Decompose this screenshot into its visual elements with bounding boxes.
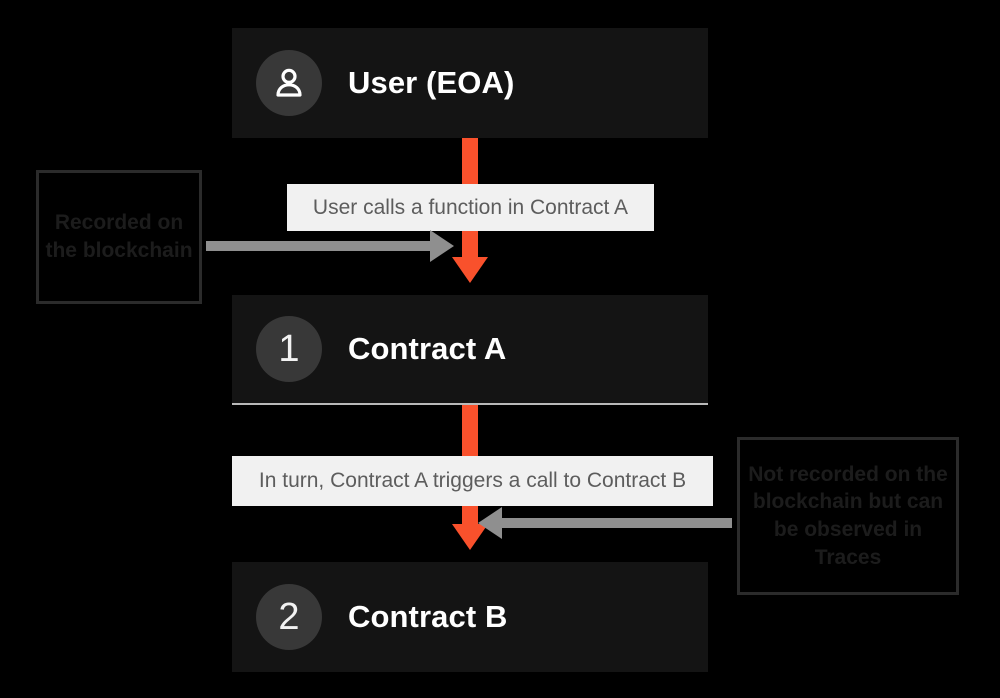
node-contract-b[interactable]: 2 Contract B [232, 562, 708, 672]
annotation-arrowhead-recorded [430, 230, 454, 262]
edge-label-user-to-contract-a: User calls a function in Contract A [287, 184, 654, 231]
node-user-label: User (EOA) [348, 65, 515, 100]
edge-label-contract-a-to-contract-b: In turn, Contract A triggers a call to C… [232, 456, 713, 506]
node-contract-b-label: Contract B [348, 599, 508, 634]
user-icon [269, 63, 309, 103]
annotation-arrow-recorded [206, 241, 432, 251]
node-user[interactable]: User (EOA) [232, 28, 708, 138]
annotation-arrowhead-not-recorded [478, 507, 502, 539]
arrowhead-user-to-contract-a [452, 257, 488, 283]
node-contract-a-label: Contract A [348, 331, 507, 366]
step-number-badge-2: 2 [256, 584, 322, 650]
user-avatar-badge [256, 50, 322, 116]
node-contract-a[interactable]: 1 Contract A [232, 295, 708, 405]
step-number-badge-1: 1 [256, 316, 322, 382]
annotation-recorded-on-blockchain: Recorded on the blockchain [36, 170, 202, 304]
annotation-arrow-not-recorded [500, 518, 732, 528]
annotation-not-recorded-on-blockchain: Not recorded on the blockchain but can b… [737, 437, 959, 595]
